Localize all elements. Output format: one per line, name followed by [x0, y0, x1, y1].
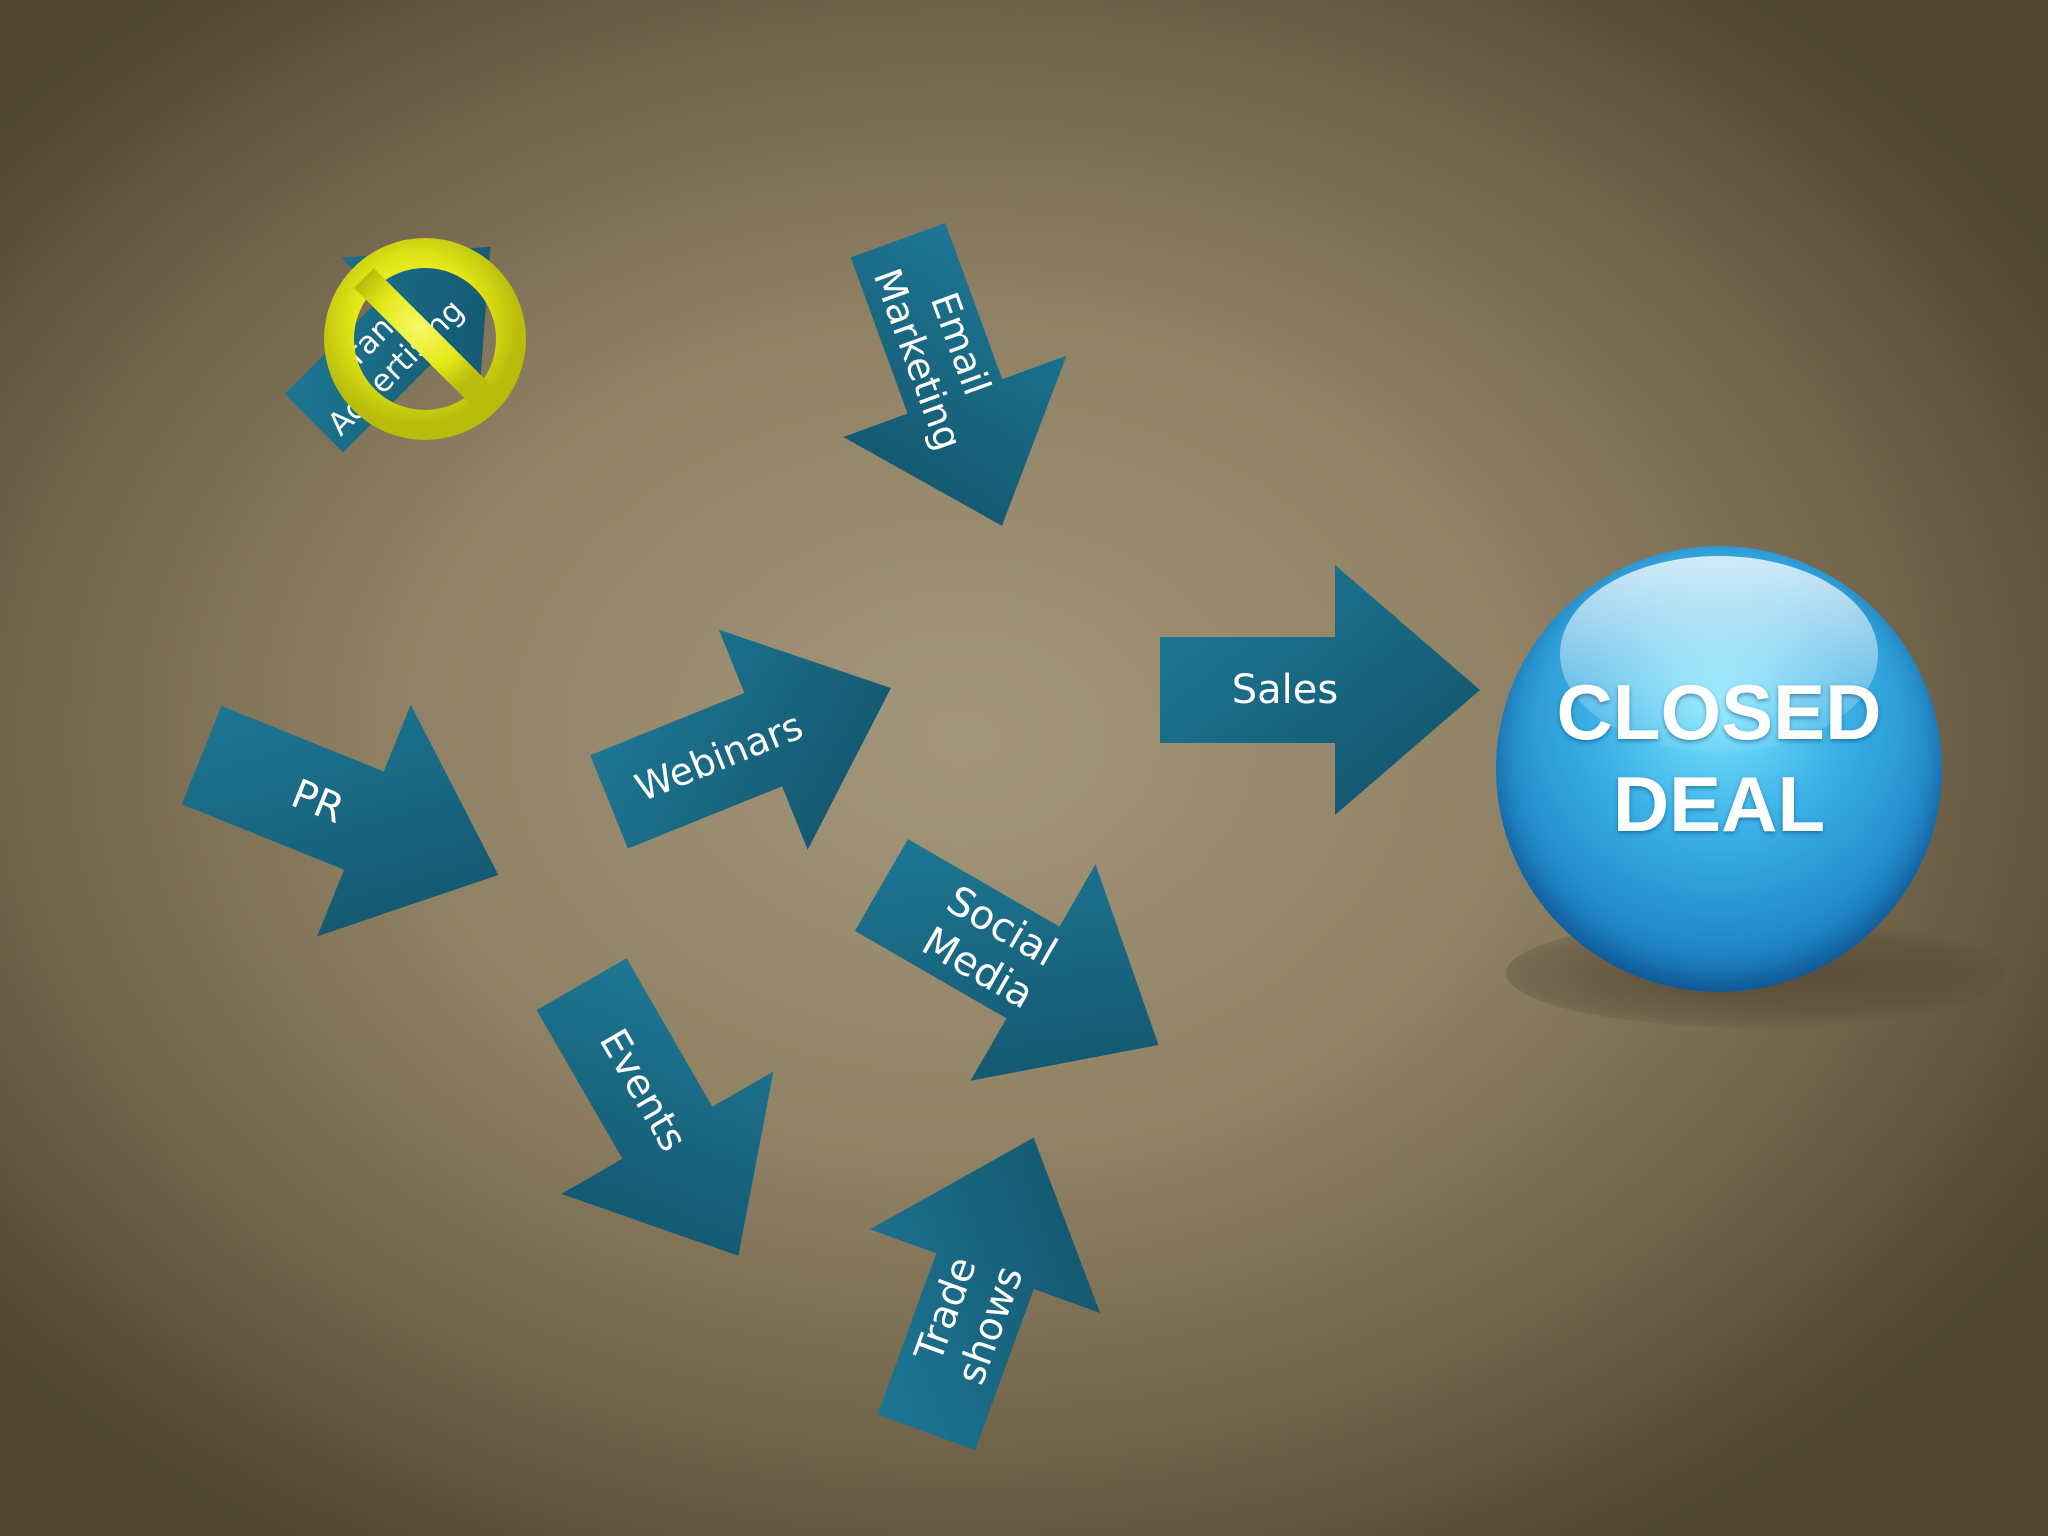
arrow-shape: [869, 1137, 1101, 1451]
arrow-social-media: Social Media: [819, 777, 1221, 1154]
arrow-events: Events: [476, 923, 845, 1317]
arrow-label: Sales: [1231, 667, 1339, 713]
arrow-shape: [536, 958, 774, 1256]
prohibited-icon: [324, 238, 526, 440]
arrow-trade-shows: Trade shows: [811, 1096, 1148, 1474]
arrow-shape: [284, 246, 491, 453]
arrow-brand-advertising: Brand Advertising: [245, 178, 559, 492]
closed-deal-sphere: CLOSED DEAL: [1496, 546, 1942, 992]
arrow-sales: Sales: [1160, 565, 1480, 815]
arrow-pr: PR: [155, 639, 545, 991]
sphere-highlight: [1560, 556, 1878, 752]
arrow-shape: [1160, 565, 1480, 815]
arrow-shape: [590, 629, 891, 850]
arrow-shape: [843, 222, 1067, 526]
closed-deal-label: CLOSED DEAL: [1556, 668, 1882, 848]
arrow-webinars: Webinars: [565, 578, 936, 912]
arrow-email-marketing: Email Marketing: [786, 200, 1113, 567]
arrow-shape: [181, 704, 499, 937]
arrow-shape: [854, 839, 1159, 1081]
